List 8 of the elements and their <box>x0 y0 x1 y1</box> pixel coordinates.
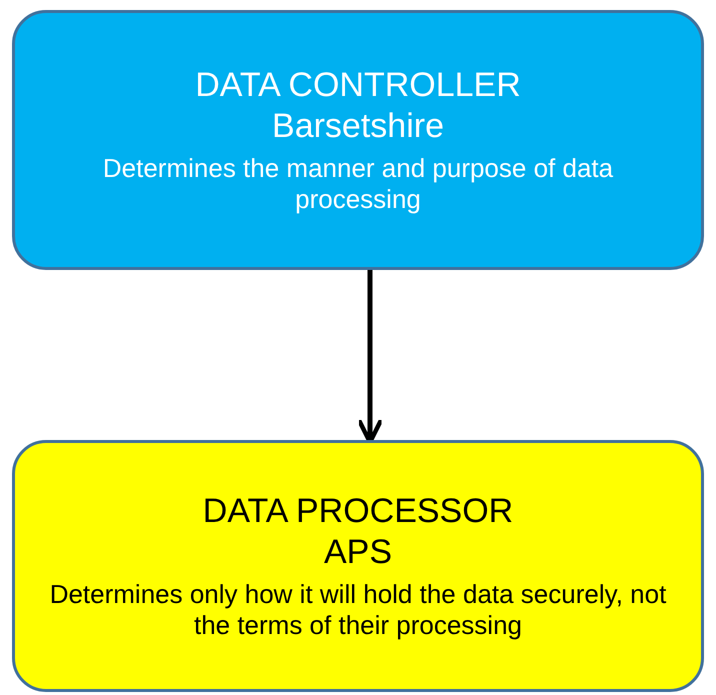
heading: DATA CONTROLLER <box>195 65 521 106</box>
process-box <box>12 440 704 692</box>
subheading: APS <box>324 532 392 573</box>
subheading: Barsetshire <box>272 106 444 147</box>
description: Determines only how it will hold the data securely, not the terms of their processing <box>48 578 668 641</box>
heading: DATA PROCESSOR <box>202 491 514 532</box>
description: Determines the manner and purpose of data processing <box>102 152 614 215</box>
process-box <box>12 10 704 270</box>
